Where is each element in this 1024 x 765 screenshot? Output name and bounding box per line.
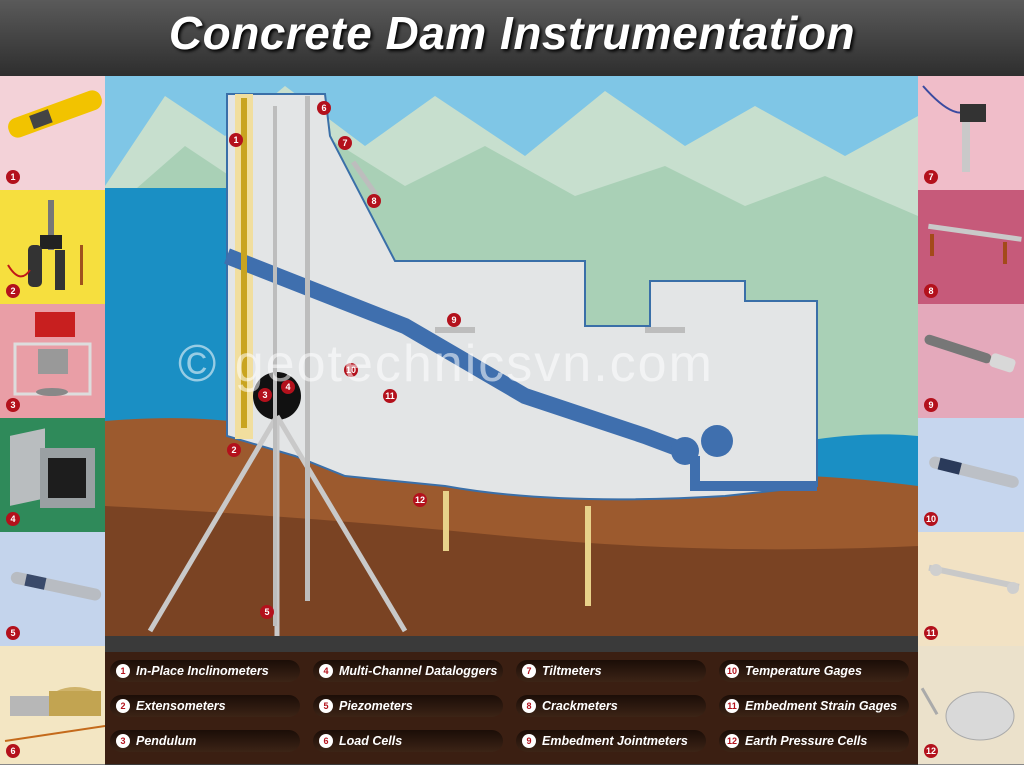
legend-label: Embedment Jointmeters: [542, 734, 688, 748]
legend-number: 7: [522, 664, 536, 678]
callout-9: 9: [451, 315, 456, 325]
legend-number: 4: [319, 664, 333, 678]
callout-1: 1: [233, 135, 238, 145]
photo-embedment-strain-gage: 11: [918, 532, 1024, 647]
callout-4: 4: [285, 382, 290, 392]
tile-number: 4: [6, 512, 20, 526]
callout-5: 5: [264, 607, 269, 617]
right-photo-column: 7 8 9 10 11 12: [918, 76, 1024, 765]
dam-cross-section-diagram: 1 2 3 4 5 6 7 8 9 10 11 12: [105, 76, 918, 636]
legend-item: 6 Load Cells: [313, 730, 503, 752]
callout-12: 12: [415, 495, 425, 505]
legend-number: 5: [319, 699, 333, 713]
legend-number: 1: [116, 664, 130, 678]
photo-datalogger: 4: [0, 418, 105, 533]
callout-7: 7: [342, 138, 347, 148]
tile-number: 1: [6, 170, 20, 184]
legend-label: In-Place Inclinometers: [136, 664, 269, 678]
callout-markers: 1 2 3 4 5 6 7 8 9 10 11 12: [227, 101, 461, 619]
callout-6: 6: [321, 103, 326, 113]
callout-2: 2: [231, 445, 236, 455]
tile-number: 3: [6, 398, 20, 412]
photo-piezometer: 5: [0, 532, 105, 647]
photo-tiltmeter: 7: [918, 76, 1024, 191]
photo-earth-pressure-cell: 12: [918, 646, 1024, 765]
legend-number: 12: [725, 734, 739, 748]
photo-extensometer: 2: [0, 190, 105, 305]
legend-label: Temperature Gages: [745, 664, 862, 678]
legend-number: 8: [522, 699, 536, 713]
tile-number: 2: [6, 284, 20, 298]
legend-number: 9: [522, 734, 536, 748]
legend-number: 3: [116, 734, 130, 748]
legend-item: 12 Earth Pressure Cells: [719, 730, 909, 752]
tile-number: 9: [924, 398, 938, 412]
legend-label: Piezometers: [339, 699, 413, 713]
legend-number: 11: [725, 699, 739, 713]
legend-item: 3 Pendulum: [110, 730, 300, 752]
legend-label: Pendulum: [136, 734, 197, 748]
photo-load-cell: 6: [0, 646, 105, 765]
photo-crackmeter: 8: [918, 190, 1024, 305]
legend-item: 9 Embedment Jointmeters: [516, 730, 706, 752]
legend-label: Multi-Channel Dataloggers: [339, 664, 498, 678]
legend-item: 2 Extensometers: [110, 695, 300, 717]
tile-number: 12: [924, 744, 938, 758]
watermark-text: © geotechnicsvn.com: [178, 335, 714, 393]
callout-10: 10: [346, 365, 356, 375]
tile-number: 6: [6, 744, 20, 758]
legend-label: Crackmeters: [542, 699, 618, 713]
legend-label: Load Cells: [339, 734, 403, 748]
legend-label: Earth Pressure Cells: [745, 734, 868, 748]
photo-embedment-jointmeter: 9: [918, 304, 1024, 419]
callout-8: 8: [371, 196, 376, 206]
photo-in-place-inclinometer: 1: [0, 76, 105, 191]
tile-number: 7: [924, 170, 938, 184]
legend-number: 6: [319, 734, 333, 748]
legend-number: 10: [725, 664, 739, 678]
callout-11: 11: [385, 391, 395, 401]
tile-number: 8: [924, 284, 938, 298]
legend-item: 1 In-Place Inclinometers: [110, 660, 300, 682]
legend-item: 10 Temperature Gages: [719, 660, 909, 682]
tile-number: 5: [6, 626, 20, 640]
legend-number: 2: [116, 699, 130, 713]
callout-3: 3: [262, 390, 267, 400]
left-photo-column: 1 2 3 4 5 6: [0, 76, 105, 765]
legend-item: 7 Tiltmeters: [516, 660, 706, 682]
legend-item: 4 Multi-Channel Dataloggers: [313, 660, 503, 682]
legend-item: 5 Piezometers: [313, 695, 503, 717]
photo-temperature-gage: 10: [918, 418, 1024, 533]
legend-item: 8 Crackmeters: [516, 695, 706, 717]
photo-pendulum: 3: [0, 304, 105, 419]
legend-item: 11 Embedment Strain Gages: [719, 695, 909, 717]
tile-number: 11: [924, 626, 938, 640]
title-bar: [0, 0, 1024, 76]
tile-number: 10: [924, 512, 938, 526]
legend-label: Extensometers: [136, 699, 226, 713]
legend-label: Embedment Strain Gages: [745, 699, 898, 713]
page-title: Concrete Dam Instrumentation: [168, 7, 856, 59]
legend: 1 In-Place Inclinometers 2 Extensometers 3…: [105, 652, 918, 764]
legend-label: Tiltmeters: [542, 664, 602, 678]
